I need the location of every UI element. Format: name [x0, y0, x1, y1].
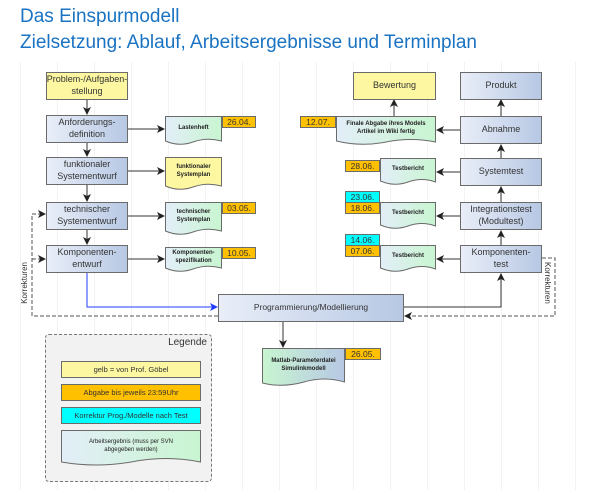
box-label: Bewertung	[372, 80, 417, 91]
date-matlab: 26.05.	[345, 348, 381, 360]
box-label: Programmierung/Modellierung	[253, 302, 369, 313]
box-produkt: Produkt	[460, 72, 542, 100]
doc-label: Matlab-Parameterdatei Simulinkmodell	[271, 357, 336, 372]
correction-loop-right	[404, 257, 556, 320]
box-integrationstest: Integrationstest (Modultest)	[460, 202, 542, 230]
doc-komponentenspezifikation: Komponenten-spezifikation	[165, 247, 222, 273]
date-lastenheft: 26.04.	[222, 116, 256, 128]
doc-technischer-systemplan: technischer Systemplan	[165, 202, 222, 236]
doc-label: Arbeitsergebnis (muss per SVN abgegeben …	[88, 438, 174, 453]
box-label: Abnahme	[481, 124, 521, 135]
date-komponentenspezifikation: 10.05.	[222, 247, 256, 259]
doc-label: funktionaler Systemplan	[176, 163, 211, 178]
arrow-komponenten-prog	[86, 273, 218, 311]
box-label: funktionaler Systementwurf	[57, 159, 117, 181]
box-abnahme: Abnahme	[460, 116, 542, 144]
korrekturen-label-right: Korrekturen	[543, 262, 552, 304]
date-testbericht-systemtest: 28.06.	[345, 160, 380, 172]
legend-item-orange: Abgabe bis jeweils 23:59Uhr	[61, 384, 201, 401]
box-systemtest: Systemtest	[460, 158, 542, 186]
legend-item-yellow: gelb = von Prof. Göbel	[61, 361, 201, 378]
box-funktionaler-systementwurf: funktionaler Systementwurf	[46, 157, 128, 185]
arrow-prog-komponententest	[404, 273, 505, 308]
correction-loop-left	[31, 210, 218, 317]
box-label: Integrationstest (Modultest)	[470, 204, 532, 226]
box-label: Komponenten-test	[471, 247, 531, 269]
box-label: Produkt	[485, 80, 517, 91]
box-label: Problem-/Aufgaben-stellung	[46, 74, 128, 96]
date-testbericht-komponententest: 07.06.	[345, 245, 380, 257]
box-label: Anforderungs-definition	[58, 117, 116, 139]
box-komponententest: Komponenten-test	[460, 245, 542, 273]
legend: Legende gelb = von Prof. Göbel Abgabe bi…	[45, 334, 212, 482]
box-technischer-systementwurf: technischer Systementwurf	[46, 202, 128, 230]
korrekturen-label-left: Korrekturen	[20, 262, 29, 304]
box-label: Komponenten-entwurf	[57, 247, 117, 269]
legend-item-cyan: Korrektur Prog./Modelle nach Test	[61, 407, 201, 424]
date-technischer-systemplan: 03.05.	[222, 202, 256, 214]
legend-title: Legende	[168, 337, 207, 348]
doc-testbericht-systemtest: Testbericht	[380, 158, 436, 186]
legend-item-arbeitsergebnis: Arbeitsergebnis (muss per SVN abgegeben …	[61, 430, 201, 468]
doc-funktionaler-systemplan: funktionaler Systemplan	[165, 157, 222, 191]
box-problemstellung: Problem-/Aufgaben-stellung	[46, 72, 128, 100]
date-finale-abgabe: 12.07.	[300, 116, 336, 128]
doc-label: Testbericht	[392, 165, 424, 172]
box-label: Systemtest	[478, 166, 524, 177]
page-subtitle: Zielsetzung: Ablauf, Arbeitsergebnisse u…	[20, 32, 477, 53]
doc-label: Komponenten-spezifikation	[172, 249, 215, 264]
doc-testbericht-integrationstest: Testbericht	[380, 202, 436, 230]
doc-label: Testbericht	[392, 252, 424, 259]
box-komponentenentwurf: Komponenten-entwurf	[46, 245, 128, 273]
doc-label: technischer Systemplan	[176, 208, 211, 223]
doc-label: Testbericht	[392, 209, 424, 216]
doc-testbericht-komponententest: Testbericht	[380, 245, 436, 273]
doc-finale-abgabe: Finale Abgabe ihres Models Artikel im Wi…	[336, 116, 436, 146]
doc-lastenheft: Lastenheft	[165, 116, 222, 146]
page-title: Das Einspurmodell	[20, 6, 180, 27]
box-anforderungsdefinition: Anforderungs-definition	[46, 115, 128, 143]
doc-label: Lastenheft	[178, 124, 209, 131]
box-label: technischer Systementwurf	[57, 204, 117, 226]
box-programmierung-modellierung: Programmierung/Modellierung	[218, 294, 404, 322]
doc-label: Finale Abgabe ihres Models Artikel im Wi…	[346, 120, 426, 135]
box-bewertung: Bewertung	[353, 72, 436, 100]
date-testbericht-integrationstest: 18.06.	[345, 202, 380, 214]
doc-matlab-parameterdatei: Matlab-Parameterdatei Simulinkmodell	[262, 348, 345, 388]
